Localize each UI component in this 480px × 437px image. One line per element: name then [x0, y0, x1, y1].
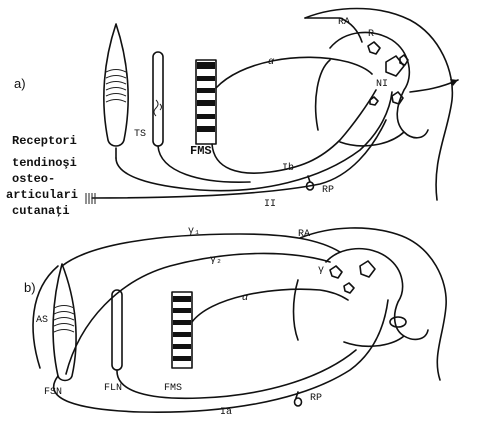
renshaw-neuron [367, 41, 381, 55]
spindle-coil-b [53, 305, 75, 333]
panel-a: a) TS FMS α Ib I [6, 7, 459, 218]
muscle-spindle-b [52, 263, 77, 382]
receptors-text: Receptori tendinoşi osteo- articulari cu… [6, 134, 78, 218]
gamma-label-b: γ [318, 265, 324, 276]
gamma-neuron-1 [329, 265, 343, 279]
ii-fibre-a [115, 91, 393, 192]
fsn-label: FSN [44, 387, 62, 398]
receptor-hatch-a [85, 193, 96, 204]
ib-branch-a [314, 59, 331, 131]
ia-fibre [52, 299, 389, 414]
gamma2-fibre [65, 252, 331, 375]
ra-label-b: RA [298, 229, 310, 240]
svg-text:Receptori: Receptori [12, 134, 77, 148]
alpha-neuron-b [359, 260, 376, 278]
gamma2-label: γ₂ [210, 255, 222, 266]
rp-ganglion-a [305, 181, 315, 191]
efferent-arrow-a [409, 79, 459, 93]
motor-neurons-b [329, 260, 376, 294]
svg-text:tendinoşi: tendinoşi [12, 156, 77, 170]
interneuron-small-a [369, 96, 379, 106]
ts-label: TS [134, 129, 146, 140]
svg-text:articulari: articulari [6, 188, 78, 202]
gamma1-fibre [61, 233, 341, 267]
panel-a-label: a) [14, 76, 26, 91]
dorsal-root-a [304, 17, 363, 43]
spindle-coil-a [105, 69, 127, 103]
ib-label: Ib [282, 162, 294, 174]
star-neuron-a [399, 54, 409, 66]
spinal-cord-outline-a [304, 7, 454, 201]
fln-fibre [111, 289, 123, 371]
receptor-fibre-a [91, 119, 387, 199]
ib-fibre-a [211, 89, 377, 174]
rp-ganglion-b [293, 397, 303, 407]
striated-muscle-a [195, 59, 217, 145]
ii-label: II [264, 199, 276, 210]
rp-stalk-a [307, 175, 311, 183]
spinal-cord-outline-b [299, 227, 447, 381]
alpha-fibre-a [215, 56, 373, 89]
fln-label: FLN [104, 383, 122, 394]
svg-text:cutanaţi: cutanaţi [12, 204, 70, 218]
alpha-fibre-b [191, 288, 349, 323]
central-canal-b [389, 316, 407, 328]
rp-stalk-b [295, 391, 299, 399]
as-label: AS [36, 315, 48, 326]
striated-muscle-b [171, 291, 193, 369]
tendon-fibers-a [153, 99, 162, 117]
panel-b: b) AS FSN FLN FMS γ₁ γ₂ α [24, 226, 447, 418]
ia-label: Ia [220, 407, 232, 418]
ts-fibre-a [157, 145, 251, 183]
muscle-spindle-a [103, 23, 129, 147]
interneurons-a [367, 41, 409, 106]
alpha-label-b: α [242, 293, 249, 304]
panel-b-label: b) [24, 280, 36, 295]
ra-label-a: RA [338, 17, 350, 28]
fln-afferent [116, 349, 357, 400]
r-label: R [368, 29, 374, 40]
muscle-stripes-a [197, 62, 215, 132]
tendon-organ-a [152, 51, 164, 147]
rp-label-b: RP [310, 393, 322, 404]
motor-neuron-a [385, 55, 405, 77]
fms-label-a: FMS [190, 144, 212, 158]
ni-label: NI [376, 79, 388, 90]
fsn-loop [32, 265, 59, 369]
fms-label-b: FMS [164, 383, 182, 394]
rp-label-a: RP [322, 185, 334, 196]
gamma-neuron-2 [343, 282, 355, 294]
alpha-label-a: α [268, 57, 275, 68]
svg-text:osteo-: osteo- [12, 172, 55, 186]
muscle-stripes-b [173, 296, 191, 361]
gamma1-label: γ₁ [188, 226, 200, 237]
arrow-head-a [450, 79, 458, 86]
inner-branch-b [292, 279, 299, 341]
interneuron-b-a [391, 91, 404, 105]
